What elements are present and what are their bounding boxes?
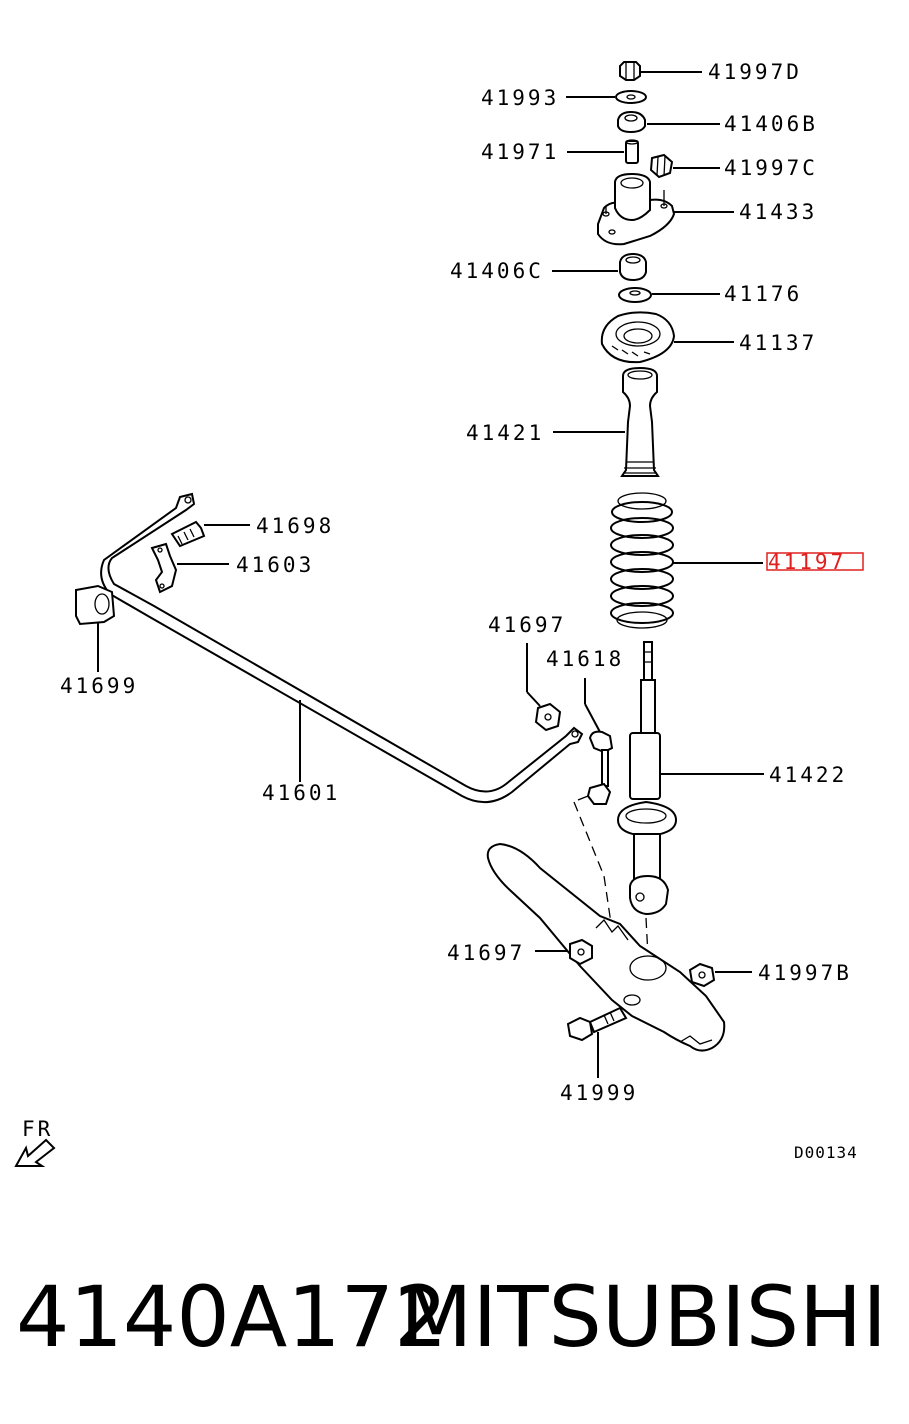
callout-41421: 41421 [466, 421, 544, 445]
callout-41422: 41422 [769, 763, 847, 787]
washer-41993-part [615, 90, 647, 104]
bump-stop-41421-part [620, 366, 660, 477]
spring-seat-41137-part [600, 311, 676, 364]
part-number-title: 4140A172 [16, 1268, 448, 1366]
direction-label: FR [22, 1117, 53, 1141]
collar-41971-part [625, 139, 639, 164]
callout-41618: 41618 [546, 647, 624, 671]
bracket-41603-part [150, 542, 178, 594]
callout-41971: 41971 [481, 140, 559, 164]
bolt-41698-part [170, 520, 206, 548]
callout-41698: 41698 [256, 514, 334, 538]
coil-spring-41197-part [610, 492, 674, 629]
callout-41197: 41197 [768, 550, 846, 574]
nut-41697-upper-part [534, 702, 562, 732]
highlight-frame [766, 552, 864, 571]
strut-mount-41433-part [597, 172, 676, 246]
washer-41176-part [618, 287, 652, 303]
brand-name: MITSUBISHI [399, 1268, 887, 1366]
nut-41997c-part [649, 153, 674, 179]
callout-41697-upper: 41697 [488, 613, 566, 637]
nut-41997d-part [619, 61, 641, 81]
callout-41603: 41603 [236, 553, 314, 577]
bushing-41406b-part [617, 110, 646, 134]
diagram-code: D00134 [794, 1143, 858, 1162]
callout-41999: 41999 [560, 1081, 638, 1105]
leader-41697-upper-d [526, 691, 541, 707]
callout-41176: 41176 [724, 282, 802, 306]
leader-41618-d [584, 703, 601, 733]
bushing-41406c-part [619, 252, 647, 282]
stabilizer-bar-41601-part [100, 492, 584, 803]
callout-41433: 41433 [739, 200, 817, 224]
callout-41997c: 41997C [724, 156, 818, 180]
callout-41406b: 41406B [724, 112, 818, 136]
assembly-dashed-lines [573, 801, 649, 957]
bushing-41699-part [75, 584, 116, 626]
callout-41993: 41993 [481, 86, 559, 110]
bolt-41999-part [566, 1006, 628, 1042]
nut-41697-lower-part [569, 938, 593, 966]
callout-41997b: 41997B [758, 961, 852, 985]
callout-41997d: 41997D [708, 60, 802, 84]
callout-41137: 41137 [739, 331, 817, 355]
callout-41406c: 41406C [450, 259, 544, 283]
shock-absorber-41422-part [616, 641, 678, 916]
callout-41699: 41699 [60, 674, 138, 698]
nut-41997b-part [688, 962, 716, 988]
callout-41697-lower: 41697 [447, 941, 525, 965]
direction-arrow-icon [14, 1138, 56, 1167]
callout-41601: 41601 [262, 781, 340, 805]
stabilizer-link-41618-part [577, 730, 614, 805]
footer: 4140A172 MITSUBISHI [0, 1262, 909, 1372]
